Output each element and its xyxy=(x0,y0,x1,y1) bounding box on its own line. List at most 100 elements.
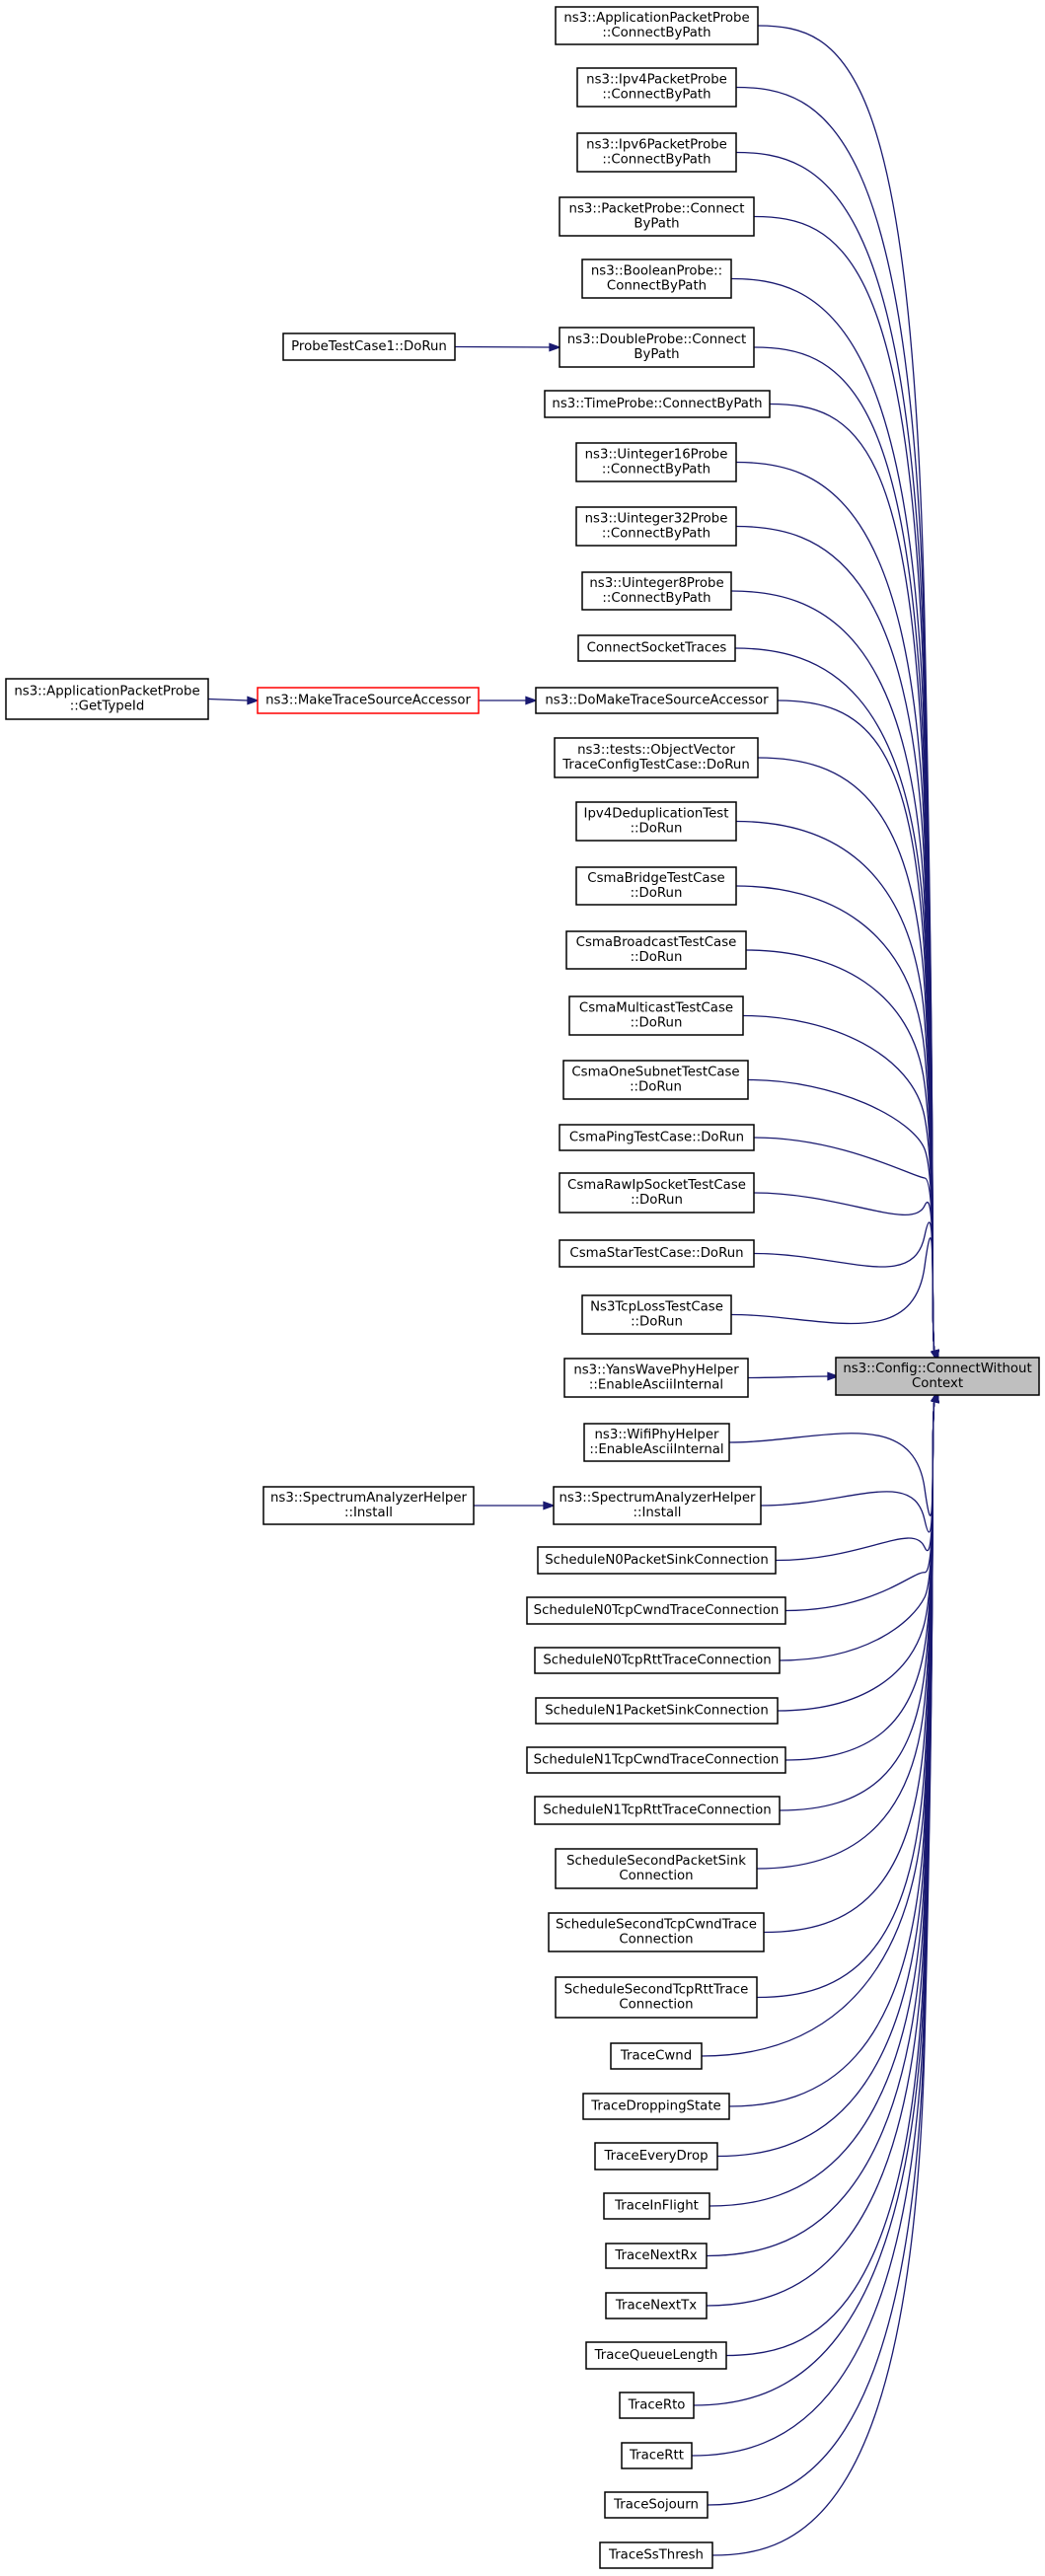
caller-node[interactable]: ns3::Ipv6PacketProbe::ConnectByPath xyxy=(576,132,737,173)
caller-node[interactable]: TraceSojourn xyxy=(604,2491,709,2519)
node-box xyxy=(537,1546,777,1575)
node-label: ns3::SpectrumAnalyzerHelper xyxy=(559,1491,756,1506)
caller-node[interactable]: ScheduleN1TcpCwndTraceConnection xyxy=(526,1746,786,1774)
node-label: TraceRtt xyxy=(629,2449,684,2464)
caller-node[interactable]: TraceEveryDrop xyxy=(594,2142,718,2171)
caller-node[interactable]: ns3::DoMakeTraceSourceAccessor xyxy=(535,687,779,714)
caller-node[interactable]: ScheduleN0TcpCwndTraceConnection xyxy=(526,1596,786,1625)
caller-node[interactable]: CsmaRawIpSocketTestCase::DoRun xyxy=(559,1172,755,1214)
edge-n22-to-n0 xyxy=(730,1237,935,1356)
caller-node[interactable]: CsmaBridgeTestCase::DoRun xyxy=(575,866,737,906)
edge-n25-to-n0 xyxy=(760,1397,935,1533)
node-label: Ns3TcpLossTestCase xyxy=(590,1300,723,1315)
caller-node[interactable]: ns3::TimeProbe::ConnectByPath xyxy=(544,390,771,418)
edge-n4-to-n0 xyxy=(753,215,935,1356)
node-label: TraceNextRx xyxy=(614,2248,697,2263)
caller-node[interactable]: ns3::Uinteger32Probe::ConnectByPath xyxy=(575,506,737,547)
caller-node[interactable]: CsmaOneSubnetTestCase::DoRun xyxy=(562,1060,749,1100)
caller-node[interactable]: ns3::YansWavePhyHelper::EnableAsciiInter… xyxy=(563,1358,749,1398)
caller-node[interactable]: ScheduleN1PacketSinkConnection xyxy=(535,1697,779,1725)
caller-node[interactable]: ns3::ApplicationPacketProbe::GetTypeId xyxy=(5,678,209,720)
caller-node[interactable]: CsmaBroadcastTestCase::DoRun xyxy=(565,930,747,970)
caller-node[interactable]: ns3::Ipv4PacketProbe::ConnectByPath xyxy=(576,67,737,108)
caller-node[interactable]: TraceInFlight xyxy=(603,2192,710,2220)
caller-node[interactable]: ns3::Uinteger8Probe::ConnectByPath xyxy=(581,571,732,611)
caller-node[interactable]: TraceQueueLength xyxy=(585,2341,727,2370)
node-label: ns3::YansWavePhyHelper xyxy=(573,1363,739,1378)
node-label: TraceEveryDrop xyxy=(603,2149,708,2164)
caller-node[interactable]: CsmaMulticastTestCase::DoRun xyxy=(568,995,744,1036)
node-label: ::DoRun xyxy=(631,1315,683,1330)
node-label: CsmaBroadcastTestCase xyxy=(576,935,737,950)
caller-node[interactable]: ns3::MakeTraceSourceAccessor xyxy=(257,687,480,714)
caller-node[interactable]: TraceDroppingState xyxy=(582,2093,730,2120)
caller-node[interactable]: ns3::SpectrumAnalyzerHelper::Install xyxy=(262,1486,475,1525)
caller-node[interactable]: CsmaPingTestCase::DoRun xyxy=(559,1124,755,1151)
caller-node[interactable]: ScheduleN0PacketSinkConnection xyxy=(537,1546,777,1575)
node-label: ns3::SpectrumAnalyzerHelper xyxy=(270,1491,468,1506)
node-label: CsmaPingTestCase::DoRun xyxy=(569,1131,744,1145)
node-box xyxy=(534,1647,781,1674)
node-box xyxy=(581,1294,732,1335)
caller-node[interactable]: TraceRto xyxy=(619,2392,695,2419)
node-label: TraceSojourn xyxy=(613,2498,699,2513)
node-label: ns3::ApplicationPacketProbe xyxy=(563,11,749,26)
edge-n31-to-n0 xyxy=(779,1397,935,1811)
caller-node[interactable]: ns3::WifiPhyHelper::EnableAsciiInternal xyxy=(583,1423,730,1462)
caller-node[interactable]: Ns3TcpLossTestCase::DoRun xyxy=(581,1294,732,1335)
node-label: ::EnableAsciiInternal xyxy=(589,1378,723,1393)
node-label: ns3::Uinteger8Probe xyxy=(589,576,723,591)
node-label: ScheduleN1TcpRttTraceConnection xyxy=(543,1803,771,1818)
caller-node[interactable]: TraceCwnd xyxy=(610,2042,703,2070)
node-label: ::ConnectByPath xyxy=(602,463,710,478)
caller-node[interactable]: ns3::BooleanProbe::ConnectByPath xyxy=(581,258,732,299)
node-label: ::GetTypeId xyxy=(70,699,145,714)
node-label: ns3::Uinteger16Probe xyxy=(585,448,728,463)
node-label: ns3::PacketProbe::Connect xyxy=(569,202,745,217)
node-label: CsmaRawIpSocketTestCase xyxy=(567,1178,746,1193)
node-label: ::DoRun xyxy=(631,822,683,837)
node-label: TraceInFlight xyxy=(614,2199,699,2214)
caller-node[interactable]: ns3::ApplicationPacketProbe::ConnectByPa… xyxy=(555,6,759,45)
caller-node[interactable]: CsmaStarTestCase::DoRun xyxy=(559,1239,755,1268)
node-label: ::ConnectByPath xyxy=(602,26,710,40)
caller-node[interactable]: ns3::tests::ObjectVectorTraceConfigTestC… xyxy=(554,737,759,778)
caller-node[interactable]: TraceRtt xyxy=(621,2442,693,2469)
caller-node[interactable]: ns3::DoubleProbe::ConnectByPath xyxy=(559,327,755,368)
node-label: ::DoRun xyxy=(631,1193,683,1208)
edge-n45-to-n0 xyxy=(711,1397,935,2556)
caller-node[interactable]: ns3::PacketProbe::ConnectByPath xyxy=(559,196,755,237)
node-box xyxy=(575,866,737,906)
caller-node[interactable]: ConnectSocketTraces xyxy=(577,634,736,662)
node-label: ByPath xyxy=(634,347,679,362)
node-label: TraceRto xyxy=(628,2398,686,2413)
caller-node[interactable]: ProbeTestCase1::DoRun xyxy=(282,332,456,361)
node-label: TraceCwnd xyxy=(620,2049,692,2064)
node-label: ::DoRun xyxy=(630,1080,682,1095)
node-label: ::EnableAsciiInternal xyxy=(589,1442,723,1457)
caller-node[interactable]: ScheduleN0TcpRttTraceConnection xyxy=(534,1647,781,1674)
edge-n14-to-n0 xyxy=(735,820,935,1356)
caller-node[interactable]: ScheduleN1TcpRttTraceConnection xyxy=(534,1796,781,1825)
edge-n23-to-n0 xyxy=(747,1375,829,1379)
node-label: ConnectSocketTraces xyxy=(587,641,727,656)
node-box xyxy=(563,1358,749,1398)
edge-n27-to-n0 xyxy=(784,1397,935,1612)
node-box xyxy=(555,1976,758,2019)
node-label: CsmaBridgeTestCase xyxy=(587,871,724,886)
caller-node[interactable]: TraceSsThresh xyxy=(599,2541,713,2569)
caller-node[interactable]: ns3::SpectrumAnalyzerHelper::Install xyxy=(553,1486,762,1525)
node-box xyxy=(581,258,732,299)
caller-node[interactable]: ns3::Uinteger16Probe::ConnectByPath xyxy=(575,442,737,482)
caller-node[interactable]: TraceNextTx xyxy=(605,2292,708,2319)
node-box xyxy=(605,2243,708,2269)
node-label: ::DoRun xyxy=(631,1016,683,1031)
node-box xyxy=(526,1746,786,1774)
caller-node[interactable]: TraceNextRx xyxy=(605,2243,708,2269)
caller-node[interactable]: Ipv4DeduplicationTest::DoRun xyxy=(575,801,737,842)
